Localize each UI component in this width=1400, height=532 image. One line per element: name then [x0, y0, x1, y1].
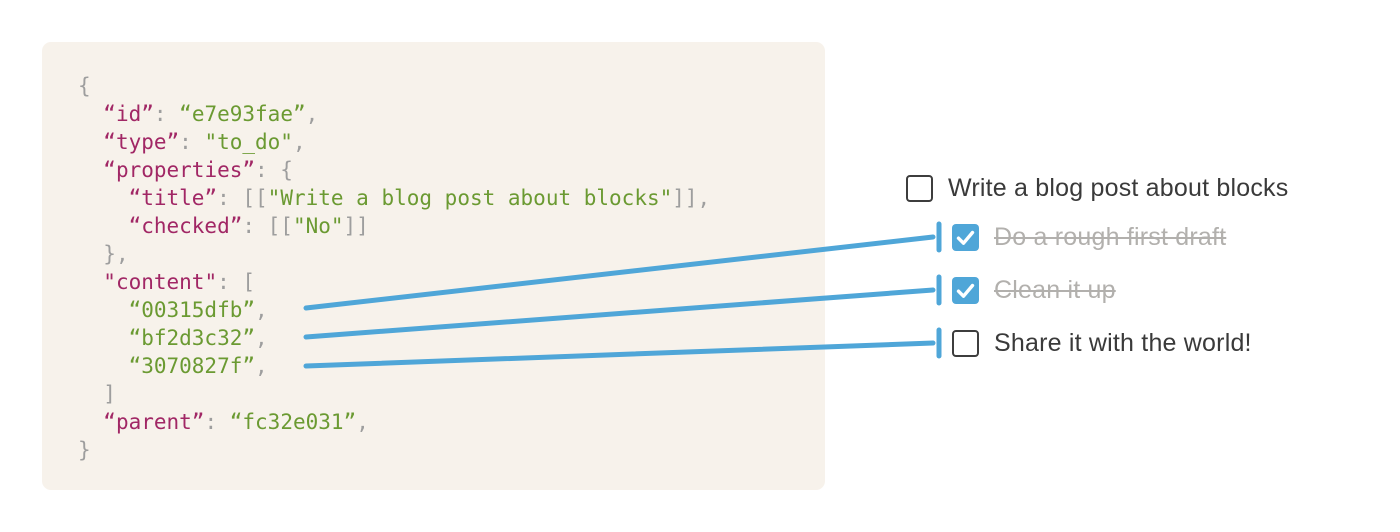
code-line: "content": [: [78, 268, 710, 296]
code-token-punc: },: [103, 242, 129, 266]
code-token-punc: ]]: [343, 214, 369, 238]
code-token-punc: ]: [103, 382, 116, 406]
checkbox-checked-icon[interactable]: [952, 277, 979, 304]
code-token-punc: :: [204, 410, 230, 434]
todo-item: Share it with the world!: [952, 329, 1252, 358]
checkbox-unchecked-icon[interactable]: [906, 175, 933, 202]
code-token-str: "to_do": [204, 130, 293, 154]
code-line: “checked”: [["No"]]: [78, 212, 710, 240]
code-token-punc: : [[: [242, 214, 293, 238]
code-token-punc: : {: [255, 158, 293, 182]
code-token-str: “bf2d3c32”: [128, 326, 256, 350]
code-line: “parent”: “fc32e031”,: [78, 408, 710, 436]
todo-label: Write a blog post about blocks: [948, 174, 1289, 202]
code-token-punc: :: [179, 130, 205, 154]
code-token-punc: {: [78, 74, 91, 98]
code-token-punc: : [: [217, 270, 256, 294]
code-token-key: “type”: [103, 130, 180, 154]
code-token-key: “parent”: [103, 410, 205, 434]
code-token-punc: ,: [255, 326, 268, 350]
code-line: “id”: “e7e93fae”,: [78, 100, 710, 128]
code-token-str: “fc32e031”: [229, 410, 357, 434]
code-token-key: “id”: [103, 102, 154, 126]
todo-label: Do a rough first draft: [994, 223, 1227, 251]
code-token-key: "content": [103, 270, 218, 294]
code-line: “title”: [["Write a blog post about bloc…: [78, 184, 711, 212]
code-token-punc: :: [153, 102, 180, 126]
checkbox-unchecked-icon[interactable]: [952, 330, 979, 357]
code-token-punc: ,: [305, 102, 319, 126]
code-token-punc: ,: [255, 298, 268, 322]
code-token-punc: ,: [356, 410, 369, 434]
todo-item: Clean it up: [952, 276, 1116, 305]
code-token-punc: ,: [292, 130, 306, 154]
todo-item: Do a rough first draft: [952, 223, 1226, 252]
code-token-str: “3070827f”: [128, 354, 256, 378]
code-line: “bf2d3c32”,: [78, 324, 710, 352]
code-token-key: “title”: [128, 186, 218, 210]
code-line: }: [78, 436, 710, 464]
code-token-key: “checked”: [128, 214, 243, 238]
code-line: “3070827f”,: [78, 352, 710, 380]
code-line: “00315dfb”,: [78, 296, 710, 324]
code-token-punc: ]],: [672, 186, 711, 210]
code-token-punc: ,: [255, 354, 268, 378]
code-token-key: “properties”: [103, 158, 256, 182]
todo-item: Write a blog post about blocks: [906, 174, 1288, 203]
todo-label: Share it with the world!: [994, 329, 1252, 357]
code-line: “type”: "to_do",: [78, 128, 710, 156]
code-token-str: "No": [292, 214, 344, 238]
code-token-str: “e7e93fae”: [179, 102, 306, 126]
code-token-punc: : [[: [217, 186, 268, 210]
code-token-punc: }: [78, 438, 91, 462]
code-line: ]: [78, 380, 710, 408]
code-line: “properties”: {: [78, 156, 710, 184]
code-token-str: "Write a blog post about blocks": [267, 186, 673, 210]
code-line: {: [78, 72, 710, 100]
checkbox-checked-icon[interactable]: [952, 224, 979, 251]
code-token-str: “00315dfb”: [128, 298, 256, 322]
code-line: },: [78, 240, 710, 268]
todo-label: Clean it up: [994, 276, 1116, 304]
json-code: { “id”: “e7e93fae”, “type”: "to_do", “pr…: [78, 72, 710, 464]
